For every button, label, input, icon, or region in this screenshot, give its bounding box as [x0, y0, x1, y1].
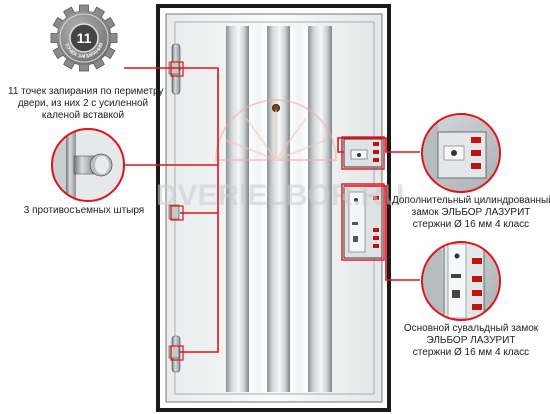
door-strip-1 [226, 26, 249, 392]
lever-lock-magnifier [421, 241, 501, 321]
caption-line: стержни Ø 16 мм 4 класс [412, 219, 530, 230]
cylinder-lock-plate [343, 138, 383, 168]
door-strip-2 [267, 26, 290, 392]
door-gap-1 [249, 26, 267, 392]
caption-line: стержни Ø 16 мм 4 класс [412, 347, 530, 358]
caption-line: каленой вставкой [41, 110, 125, 121]
hinge-top-highlight [170, 61, 184, 77]
locking-points-badge: 11 ТОЧЕК ЗАПИРАНИЯ [50, 4, 118, 72]
caption-line: 11 точек запирания по периметру [8, 86, 164, 97]
pin-middle-highlight [170, 205, 184, 221]
pin-magnifier [51, 128, 125, 202]
door [156, 4, 391, 412]
badge-center [69, 23, 99, 53]
caption-cylinder-lock: Дополнительный цилиндрованный замок ЭЛЬБ… [392, 195, 550, 231]
lever-lock-highlight [341, 183, 385, 261]
door-strip-3 [308, 26, 332, 392]
lever-lock-plate [343, 185, 383, 259]
caption-lever-lock: Основной сувальдный замок ЭЛЬБОР ЛАЗУРИТ… [392, 323, 550, 359]
caption-anti-removal-pins: 3 противосъемных штыря [4, 205, 164, 217]
caption-line: Дополнительный цилиндрованный [392, 195, 550, 206]
cylinder-lock-highlight [341, 136, 385, 170]
anti-removal-pin-middle [168, 204, 180, 220]
hinge-bottom [168, 335, 181, 373]
door-gap-2 [290, 26, 308, 392]
hinge-bottom-highlight [170, 345, 184, 361]
caption-line: замок ЭЛЬБОР ЛАЗУРИТ [411, 207, 531, 218]
caption-locking-points: 11 точек запирания по периметру двери, и… [8, 86, 164, 122]
caption-line: 3 противосъемных штыря [23, 205, 145, 216]
caption-line: двери, из них 2 с усиленной [17, 98, 149, 109]
caption-line: Основной сувальдный замок [403, 323, 539, 334]
badge-number: 11 [77, 30, 92, 46]
cylinder-lock-magnifier [421, 113, 501, 193]
caption-line: ЭЛЬБОР ЛАЗУРИТ [426, 335, 516, 346]
